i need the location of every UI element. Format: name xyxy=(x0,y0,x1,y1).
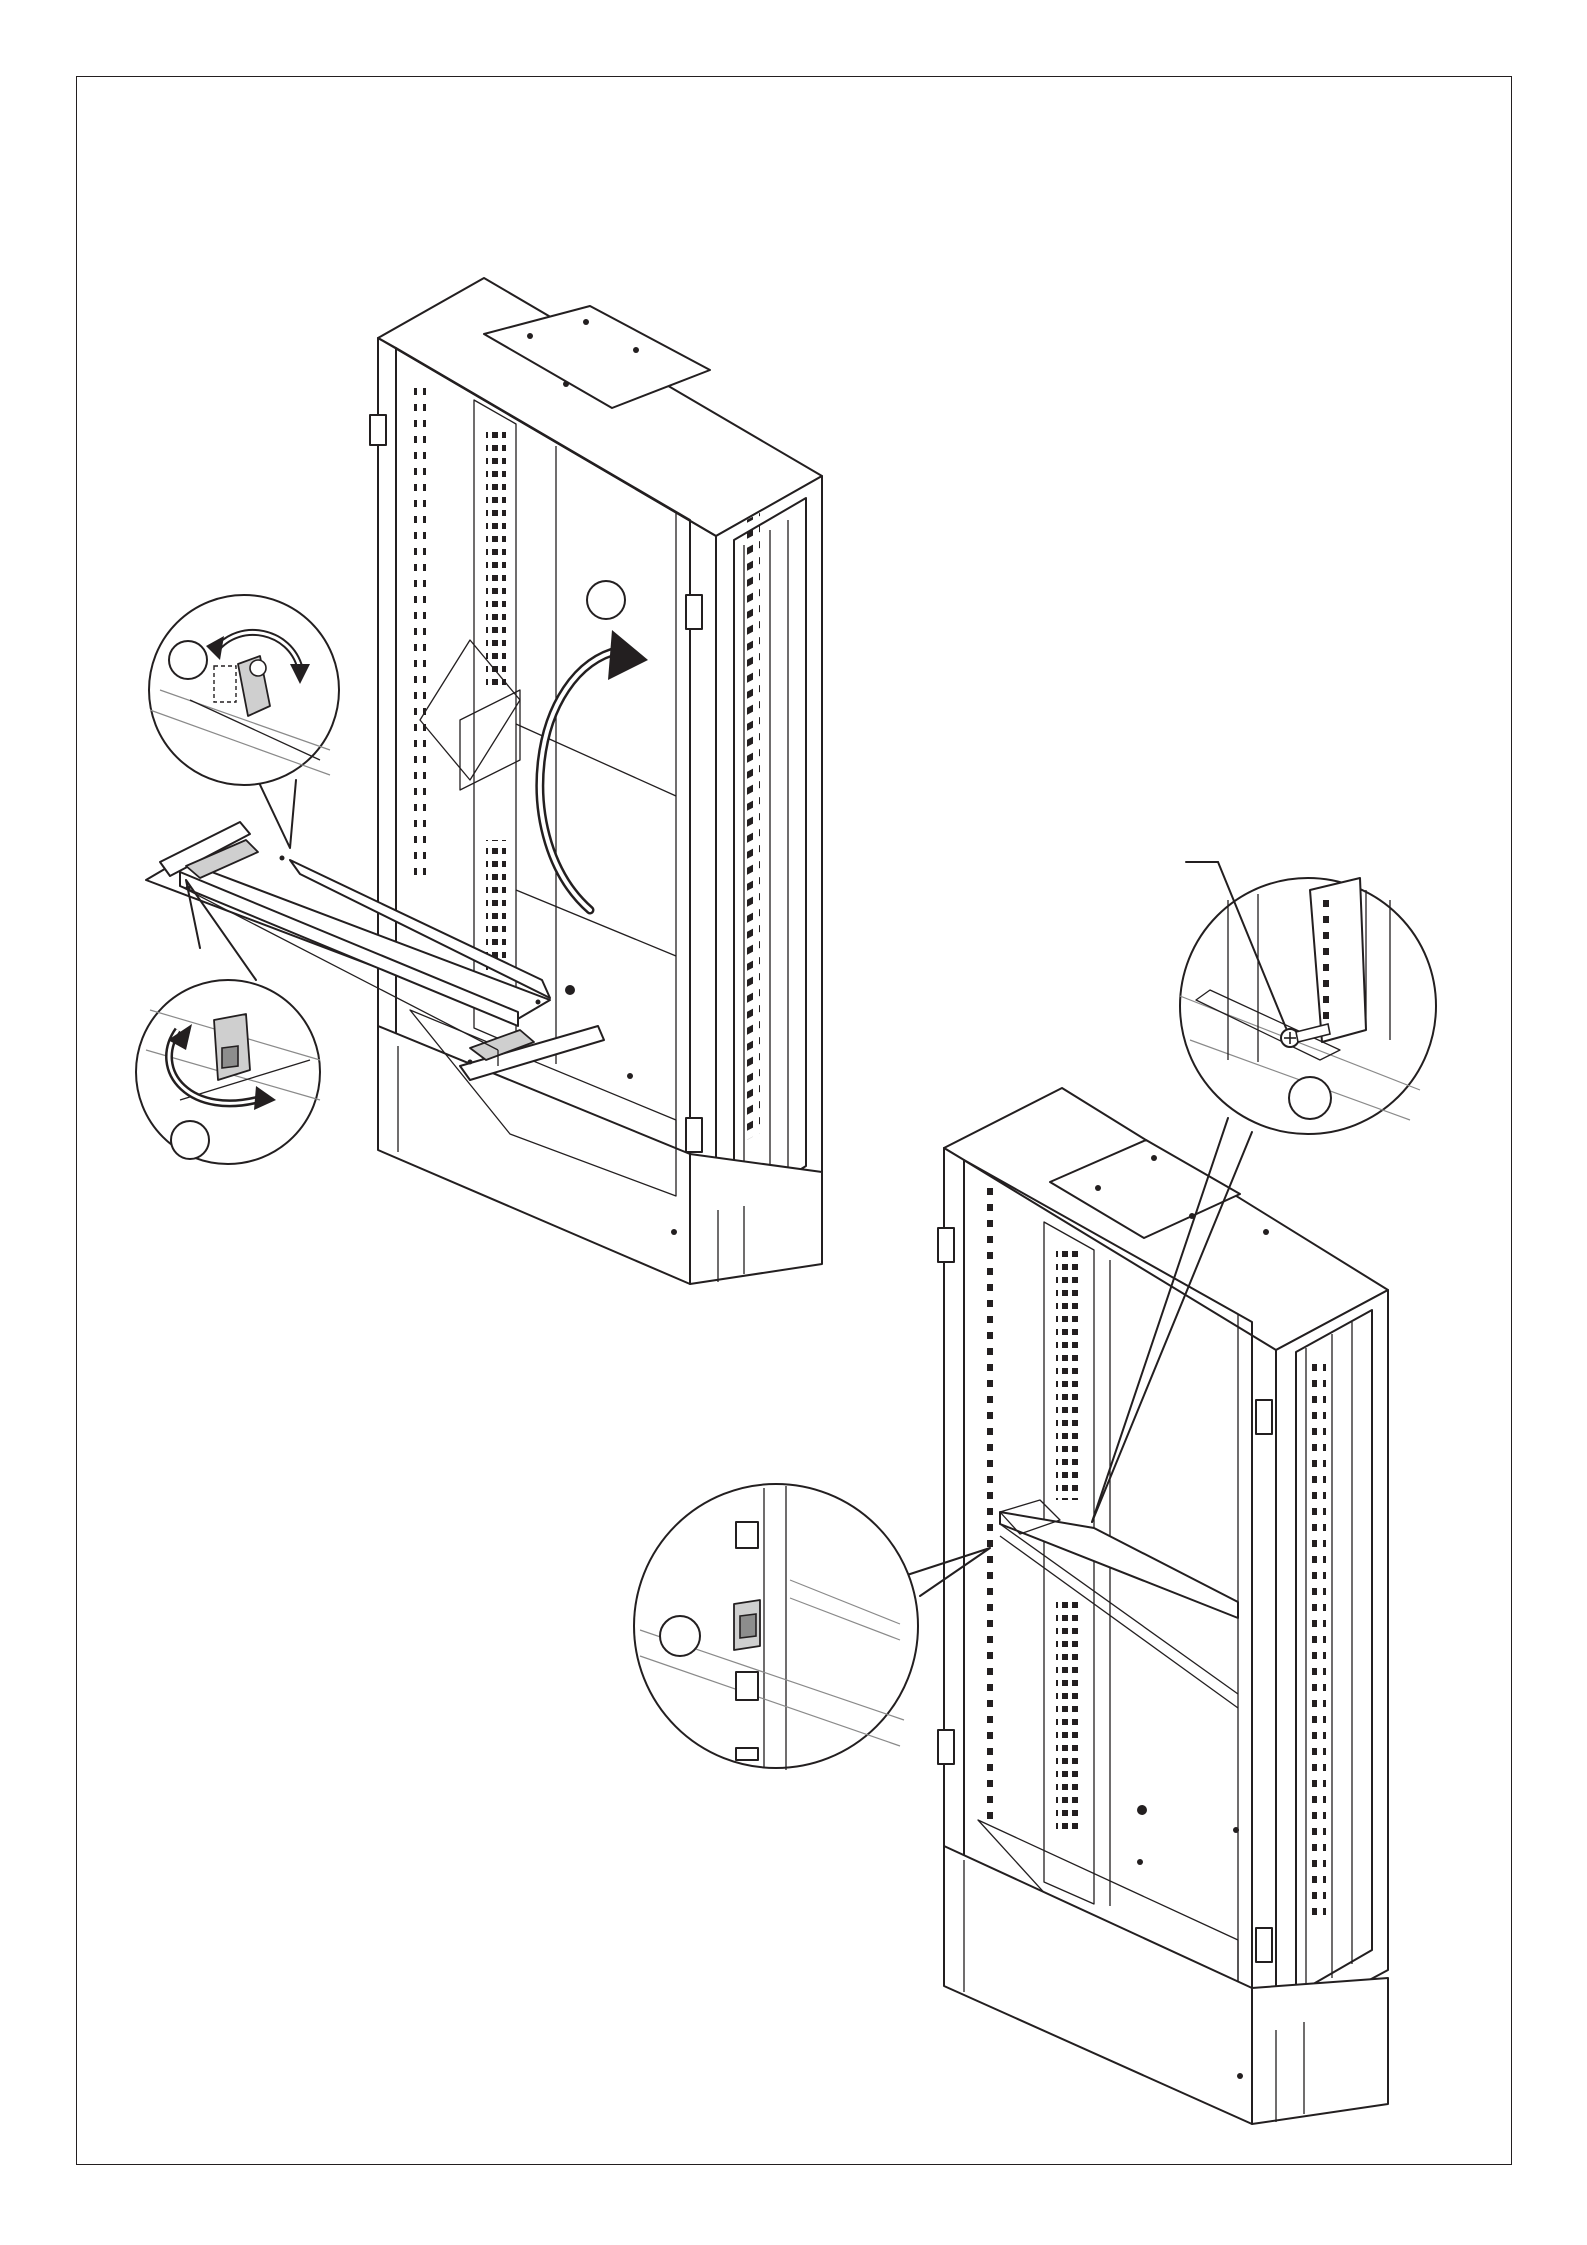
cabinet1-hinge-right xyxy=(686,595,702,629)
cabinet1-inner-rail-holes-upper xyxy=(486,430,506,690)
cabinet2-hinge-right xyxy=(1256,1400,1272,1434)
cabinet-open-view xyxy=(370,278,822,1284)
detail-callout-clip-bottom xyxy=(136,980,320,1164)
cabinet2-side-rail-holes xyxy=(1312,1360,1326,1920)
cabinet2-inner-rail-holes-upper xyxy=(1056,1250,1080,1500)
step-marker-2 xyxy=(169,641,207,679)
cabinet2-hinge-top xyxy=(938,1228,954,1262)
step-marker-4 xyxy=(1289,1077,1331,1119)
cabinet1-left-rail-holes xyxy=(414,380,426,880)
step-marker-1 xyxy=(587,581,625,619)
cabinet1-plinth-front xyxy=(378,1026,690,1284)
cabinet-installed-view xyxy=(938,1088,1388,2124)
step-marker-3 xyxy=(171,1121,209,1159)
detail-callout-screw xyxy=(1180,862,1436,1134)
cabinet2-hinge-right-low xyxy=(1256,1928,1272,1962)
cabinet2-left-rail-holes xyxy=(986,1182,998,1822)
cabinet2-plinth-front xyxy=(944,1846,1252,2124)
detail-callout-rail-clip xyxy=(634,1484,918,1770)
rotation-arrow-head xyxy=(608,630,648,680)
cabinet1-hinge-top xyxy=(370,415,386,445)
cabinet1-plinth-side xyxy=(690,1154,822,1284)
cabinet2-hinge-bottom xyxy=(938,1730,954,1764)
cabinet1-hinge-bottom xyxy=(686,1118,702,1152)
cabinet2-inner-rail-holes-lower xyxy=(1056,1600,1080,1830)
cabinet2-plinth-side xyxy=(1252,1978,1388,2124)
cabinet1-inner-rail-holes-lower xyxy=(486,840,506,970)
detail-callout-clip-top xyxy=(149,595,339,785)
step-marker-5 xyxy=(660,1616,700,1656)
